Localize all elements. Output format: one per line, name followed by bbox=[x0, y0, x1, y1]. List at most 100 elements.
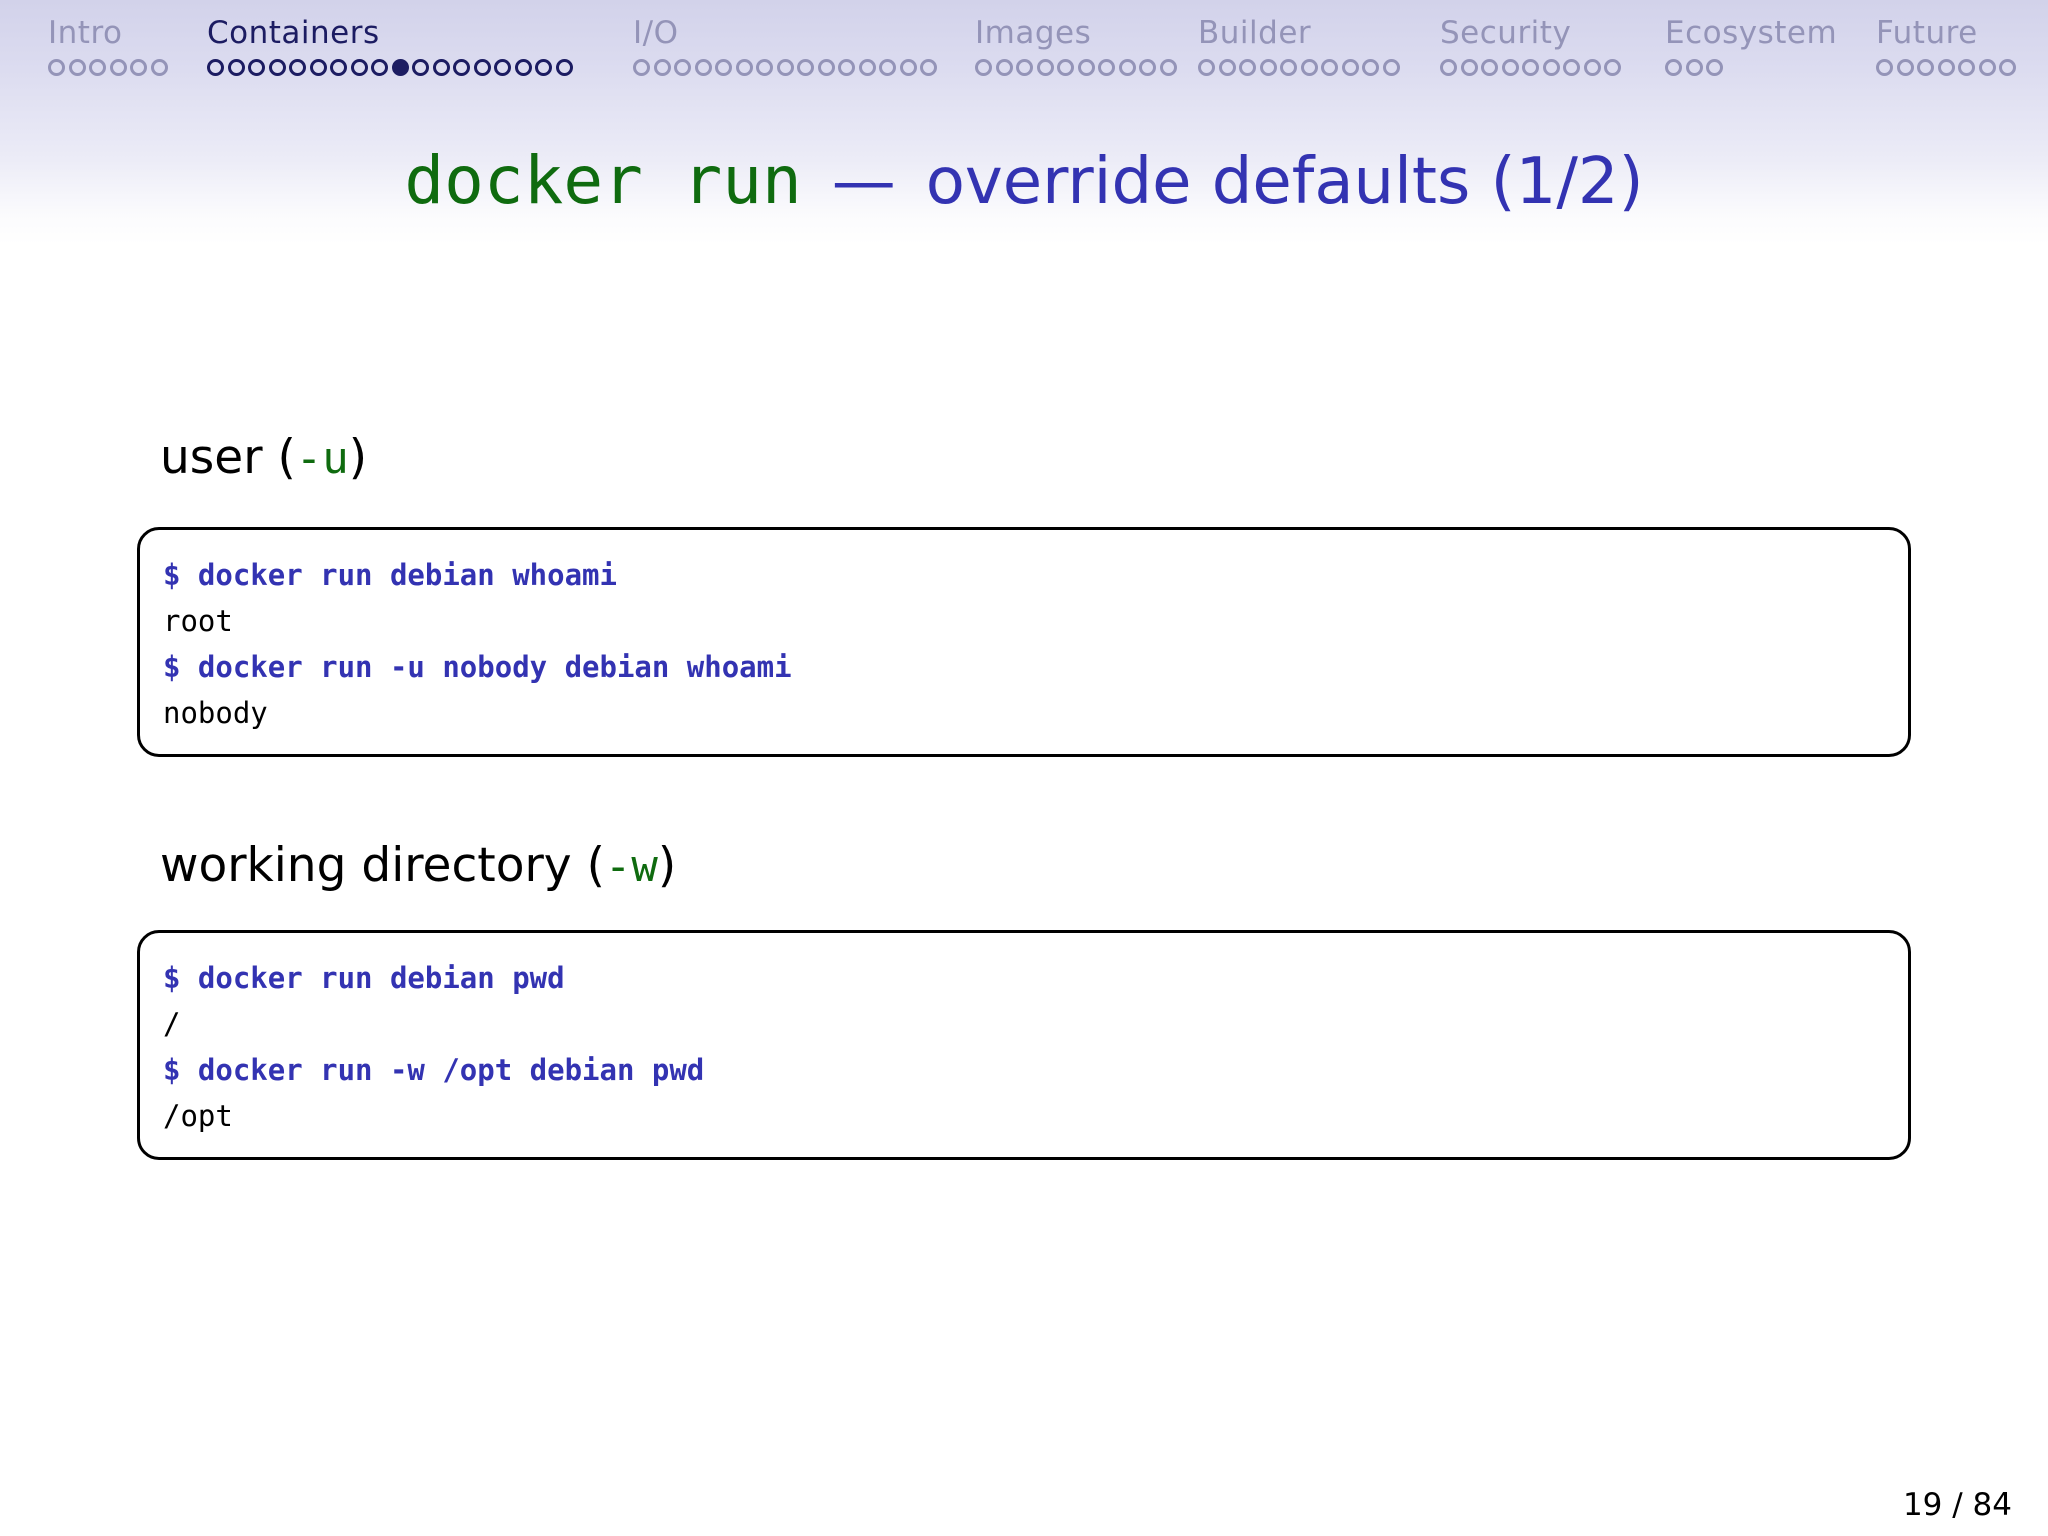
nav-slide-dots bbox=[207, 59, 576, 77]
nav-section-label[interactable]: Security bbox=[1440, 15, 1572, 51]
nav-section-label[interactable]: I/O bbox=[633, 15, 679, 51]
slide-dot[interactable] bbox=[674, 59, 691, 77]
slide-dot[interactable] bbox=[633, 59, 650, 77]
slide-dot[interactable] bbox=[776, 59, 794, 77]
nav-section-label[interactable]: Ecosystem bbox=[1665, 15, 1838, 51]
slide-dot[interactable] bbox=[1036, 59, 1054, 77]
slide-dot[interactable] bbox=[1583, 59, 1601, 77]
slide-dot[interactable] bbox=[920, 59, 937, 77]
slide-dot[interactable] bbox=[1440, 59, 1457, 77]
slide-dot[interactable] bbox=[1321, 59, 1338, 77]
slide-dot[interactable] bbox=[48, 59, 65, 77]
slide-dot[interactable] bbox=[268, 59, 286, 77]
slide-dot[interactable] bbox=[1077, 59, 1095, 77]
slide-dot[interactable] bbox=[694, 59, 712, 77]
slide-dot[interactable] bbox=[1999, 59, 2016, 77]
nav-section-label[interactable]: Future bbox=[1876, 15, 1978, 51]
slide-dot[interactable] bbox=[1280, 59, 1297, 77]
slide-dot[interactable] bbox=[1159, 59, 1177, 77]
current-slide-dot[interactable] bbox=[391, 59, 409, 77]
slide-dot[interactable] bbox=[1917, 59, 1934, 77]
slide-title: docker run—override defaults (1/2) bbox=[0, 142, 2048, 219]
slide-dot[interactable] bbox=[1118, 59, 1136, 77]
slide-dot[interactable] bbox=[1259, 59, 1277, 77]
slide-dot[interactable] bbox=[995, 59, 1013, 77]
terminal-output-box: $ docker run debian pwd/$ docker run -w … bbox=[137, 930, 1911, 1160]
nav-section-containers: Containers bbox=[207, 15, 576, 77]
shell-output-line: root bbox=[163, 604, 233, 638]
slide-dot[interactable] bbox=[1481, 59, 1498, 77]
slide-dot[interactable] bbox=[555, 59, 573, 77]
slide-dot[interactable] bbox=[207, 59, 224, 77]
slide-dot[interactable] bbox=[1057, 59, 1074, 77]
slide-dot[interactable] bbox=[653, 59, 671, 77]
title-command-text: docker run bbox=[404, 142, 802, 219]
slide-dot[interactable] bbox=[1522, 59, 1539, 77]
slide-dot[interactable] bbox=[975, 59, 992, 77]
slide-dot[interactable] bbox=[453, 59, 470, 77]
slide-dot[interactable] bbox=[89, 59, 106, 77]
slide-dot[interactable] bbox=[1604, 59, 1621, 77]
slide-dot[interactable] bbox=[858, 59, 876, 77]
slide-dot[interactable] bbox=[432, 59, 450, 77]
slide-dot[interactable] bbox=[899, 59, 917, 77]
slide-dot[interactable] bbox=[879, 59, 896, 77]
slide-dot[interactable] bbox=[494, 59, 511, 77]
slide-dot[interactable] bbox=[797, 59, 814, 77]
slide-dot[interactable] bbox=[1460, 59, 1478, 77]
slide-dot[interactable] bbox=[735, 59, 753, 77]
title-em-dash: — bbox=[831, 145, 896, 219]
slide-dot[interactable] bbox=[473, 59, 491, 77]
shell-output-line: nobody bbox=[163, 696, 268, 730]
slide-dot[interactable] bbox=[756, 59, 773, 77]
nav-section-label[interactable]: Builder bbox=[1198, 15, 1312, 51]
slide-dot[interactable] bbox=[1896, 59, 1914, 77]
slide-dot[interactable] bbox=[1098, 59, 1115, 77]
slide-dot[interactable] bbox=[1382, 59, 1400, 77]
slide-dot[interactable] bbox=[371, 59, 388, 77]
slide-dot[interactable] bbox=[1218, 59, 1236, 77]
slide-dot[interactable] bbox=[1685, 59, 1703, 77]
slide-dot[interactable] bbox=[1563, 59, 1580, 77]
slide-dot[interactable] bbox=[150, 59, 168, 77]
slide-dot[interactable] bbox=[715, 59, 732, 77]
slide-dot[interactable] bbox=[68, 59, 86, 77]
slide-dot[interactable] bbox=[1139, 59, 1156, 77]
slide-dot[interactable] bbox=[350, 59, 368, 77]
slide-dot[interactable] bbox=[412, 59, 429, 77]
slide-dot[interactable] bbox=[330, 59, 347, 77]
slide-dot[interactable] bbox=[1706, 59, 1723, 77]
slide-dot[interactable] bbox=[1198, 59, 1215, 77]
slide-dot[interactable] bbox=[109, 59, 127, 77]
slide-dot[interactable] bbox=[817, 59, 835, 77]
nav-section-label[interactable]: Containers bbox=[207, 15, 380, 51]
slide-dot[interactable] bbox=[1239, 59, 1256, 77]
heading-label: user bbox=[160, 430, 263, 485]
slide-dot[interactable] bbox=[1341, 59, 1359, 77]
slide-dot[interactable] bbox=[1665, 59, 1682, 77]
slide-dot[interactable] bbox=[1016, 59, 1033, 77]
slide-dot[interactable] bbox=[1958, 59, 1975, 77]
nav-section-label[interactable]: Intro bbox=[48, 15, 123, 51]
slide-dot[interactable] bbox=[514, 59, 532, 77]
slide-dot[interactable] bbox=[1501, 59, 1519, 77]
slide-dot[interactable] bbox=[227, 59, 245, 77]
slide-dot[interactable] bbox=[309, 59, 327, 77]
slide-dot[interactable] bbox=[1300, 59, 1318, 77]
heading-paren-open: ( bbox=[571, 838, 605, 893]
slide-dot[interactable] bbox=[1362, 59, 1379, 77]
slide-dot[interactable] bbox=[130, 59, 147, 77]
slide-dot[interactable] bbox=[248, 59, 265, 77]
slide-dot[interactable] bbox=[535, 59, 552, 77]
slide-dot[interactable] bbox=[1978, 59, 1996, 77]
slide-dot[interactable] bbox=[289, 59, 306, 77]
slide-dot[interactable] bbox=[1542, 59, 1560, 77]
heading-paren-close: ) bbox=[657, 838, 677, 893]
slide-dot[interactable] bbox=[1876, 59, 1893, 77]
slide-dot[interactable] bbox=[1937, 59, 1955, 77]
nav-section-label[interactable]: Images bbox=[975, 15, 1092, 51]
shell-output-line: /opt bbox=[163, 1099, 233, 1133]
nav-slide-dots bbox=[1665, 59, 1837, 77]
slide-dot[interactable] bbox=[838, 59, 855, 77]
